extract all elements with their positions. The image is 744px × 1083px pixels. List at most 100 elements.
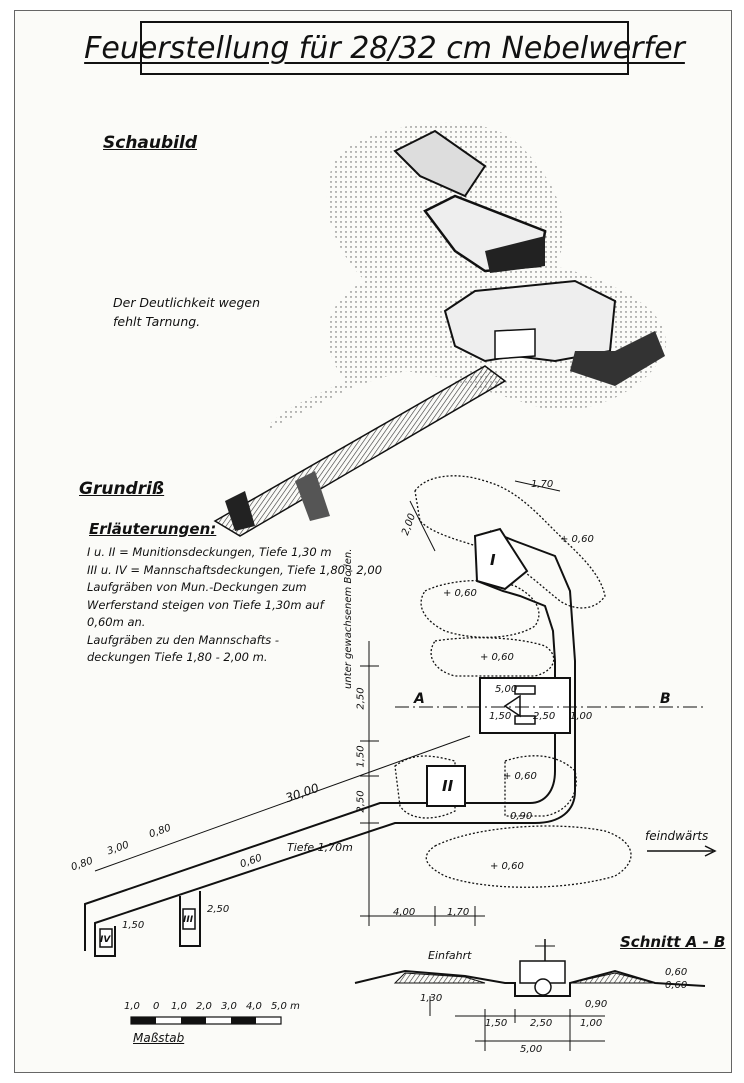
roman-label-3: III: [183, 915, 194, 925]
schaubild-note-line2: fehlt Tarnung.: [113, 314, 201, 329]
mound-east: [504, 755, 577, 817]
scale-tick-label: 5,0 m: [271, 1001, 300, 1012]
legend-line: Werferstand steigen von Tiefe 1,30m auf: [87, 597, 324, 612]
sketch-outer-wall: [570, 331, 665, 386]
dim-label: 0,90: [585, 999, 608, 1010]
dim-label: 2,50: [207, 904, 230, 915]
personnel-shelter-3: [182, 908, 196, 930]
sketch-launcher-bay: [494, 328, 536, 360]
scale-tick-label: 1,0: [124, 1001, 140, 1012]
perspective-sketch: [213, 122, 667, 537]
section-label-b: B: [660, 691, 671, 707]
schaubild-heading: Schaubild: [103, 133, 197, 153]
section-berm-right: [569, 972, 656, 984]
roman-label-4: IV: [100, 935, 111, 945]
launcher-rear: [514, 715, 536, 725]
direction-label: feindwärts: [645, 829, 709, 843]
legend-line: III u. IV = Mannschaftsdeckungen, Tiefe …: [87, 562, 383, 577]
elevation-label: + 0,60: [480, 652, 514, 663]
section-berm-left: [393, 972, 486, 984]
plan-view: [84, 475, 717, 957]
launcher-frame: [503, 694, 521, 718]
dim-line-2m: [409, 500, 436, 552]
munitions-shelter-1: [473, 527, 529, 591]
scale-label: Maßstab: [133, 1031, 185, 1045]
personnel-shelter-4: [99, 928, 113, 948]
scale-tick-label: 2,0: [196, 1001, 212, 1012]
schaubild-note-line1: Der Deutlichkeit wegen: [113, 295, 261, 310]
scale-tick-label: 4,0: [246, 1001, 262, 1012]
drawing-graphics: [84, 122, 717, 1051]
legend-line: Laufgräben von Mun.-Deckungen zum: [87, 580, 307, 594]
legend-text: I u. II = Munitionsdeckungen, Tiefe 1,30…: [87, 544, 382, 667]
mound-northwest: [420, 579, 540, 638]
legend-line: deckungen Tiefe 1,80 - 2,00 m.: [87, 650, 268, 664]
scale-bar: [130, 1016, 282, 1025]
legend-heading: Erläuterungen:: [89, 520, 217, 538]
dim-label: 2,50: [355, 687, 367, 710]
roman-label-1: I: [490, 551, 496, 569]
dim-label: 1,70: [447, 907, 470, 918]
sketch-trench-branch-2: [295, 471, 330, 521]
trench-outer-wall: [94, 530, 576, 951]
mound-north: [414, 475, 606, 609]
sketch-trench-branch-1: [225, 491, 255, 531]
elevation-label: + 0,60: [560, 534, 594, 545]
trench-depth-label: Tiefe 1,70m: [287, 841, 353, 854]
drawing-title: Feuerstellung für 28/32 cm Nebelwerfer: [84, 30, 685, 66]
dim-label: 0,60: [665, 980, 688, 991]
personnel-shelter-branch-4: [94, 923, 116, 957]
dim-label: 1,70: [531, 479, 554, 490]
dim-line-30m: [94, 735, 471, 872]
scale-tick-label: 0: [153, 1001, 160, 1012]
scale-segment: [181, 1017, 206, 1024]
dim-label: 4,00: [393, 907, 416, 918]
dim-label: 1,00: [580, 1018, 603, 1029]
legend-line: Laufgräben zu den Mannschafts -: [87, 632, 280, 647]
dim-label: 5,00: [520, 1044, 543, 1055]
dim-label: 0,60: [665, 967, 688, 978]
grundriss-heading: Grundriß: [79, 479, 165, 499]
sketch-shelter-2-shadow: [485, 236, 545, 273]
dim-label: 2,50: [530, 1018, 553, 1029]
drawing-sheet: Feuerstellung für 28/32 cm Nebelwerfer S…: [14, 10, 732, 1073]
section-launcher-wheel: [534, 978, 552, 996]
dim-label: 1,30: [420, 993, 443, 1004]
mound-mid: [430, 637, 555, 677]
munitions-shelter-2: [426, 765, 466, 807]
section-label-a: A: [414, 691, 425, 707]
direction-arrow-head: [704, 845, 717, 857]
section-ground-profile: [354, 969, 706, 997]
elevation-label: + 0,60: [503, 771, 537, 782]
sketch-shelter-1: [393, 129, 487, 198]
dim-label: 0,90: [510, 811, 533, 822]
scale-tick-label: 1,0: [171, 1001, 187, 1012]
roman-label-2: II: [442, 777, 454, 795]
einfahrt-label: Einfahrt: [428, 949, 472, 962]
dim-label: 1,50: [355, 745, 367, 768]
dim-label: 1,00: [570, 711, 593, 722]
dim-label: 1,50: [489, 711, 512, 722]
personnel-shelter-branch-3: [179, 891, 201, 947]
schnitt-heading: Schnitt A - B: [620, 933, 726, 951]
dim-label: 5,00: [495, 684, 518, 695]
legend-line: 0,60m an.: [87, 615, 146, 629]
dim-label: 2,50: [355, 790, 367, 813]
sketch-access-trench: [213, 365, 507, 537]
scale-segment: [231, 1017, 256, 1024]
launcher-front: [514, 685, 536, 695]
mound-west: [394, 755, 456, 819]
legend-line: I u. II = Munitionsdeckungen, Tiefe 1,30…: [87, 545, 332, 559]
title-frame: Feuerstellung für 28/32 cm Nebelwerfer: [84, 21, 685, 75]
elevation-label: + 0,60: [443, 588, 477, 599]
mound-south: [425, 825, 632, 888]
elevation-label: + 0,60: [490, 861, 524, 872]
section-view: [354, 939, 706, 1051]
dim-label: 1,50: [485, 1018, 508, 1029]
dim-line-170: [514, 480, 561, 492]
trench-inner-wall: [84, 530, 556, 951]
scale-tick-label: 3,0: [221, 1001, 237, 1012]
dim-label: 2,50: [533, 711, 556, 722]
scale-segment: [131, 1017, 156, 1024]
dim-label: 1,50: [122, 920, 145, 931]
